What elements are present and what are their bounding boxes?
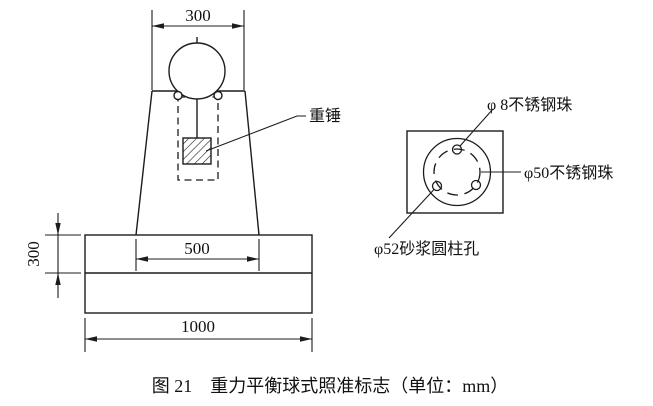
hidden-ball-dashed-circle [433,148,481,196]
small-ball-callout: φ 8不锈钢珠 [459,96,572,147]
arrowhead-up [55,273,61,285]
weight-callout: 重锤 [205,107,341,152]
support-ball-right [213,90,223,101]
large-ball-label: φ50不锈钢珠 [524,164,613,182]
small-ball-leader-line [459,108,494,147]
pillar-right-side [244,90,260,236]
weight-guide-dashed-box [177,96,219,181]
front-view: 300 重锤 [24,6,341,352]
base-slab [84,234,313,314]
steel-ball-lower-left [431,180,443,192]
sighting-ball [168,42,226,100]
arrowhead-right [300,336,312,342]
top-view: φ 8不锈钢珠 φ50不锈钢珠 φ52砂浆圆柱孔 [374,96,613,258]
figure-caption: 图 21 重力平衡球式照准标志（单位：mm） [152,376,509,396]
dim-top-width-value: 300 [185,6,211,25]
arrowhead-down [55,223,61,235]
arrowhead-right [232,23,244,29]
arrowhead-right [247,256,259,262]
large-ball-callout: φ50不锈钢珠 [481,164,613,182]
steel-ball-lower-right [470,179,482,191]
arrowhead-left [85,336,97,342]
small-ball-label: φ 8不锈钢珠 [487,96,572,114]
mortar-hole-leader-line [388,189,435,239]
mortar-hole-callout: φ52砂浆圆柱孔 [374,189,479,258]
arrowhead-left [136,256,148,262]
mortar-hole-label: φ52砂浆圆柱孔 [374,240,479,258]
pillar-and-ball [135,37,260,236]
dim-base-width: 1000 [84,317,313,352]
pillar-left-side [135,90,153,236]
dim-base-height-value: 300 [24,241,43,267]
support-ball-left [173,90,183,101]
dim-base-width-value: 1000 [181,317,215,336]
weight-label: 重锤 [309,107,341,125]
base-outline [84,234,313,314]
dim-base-height: 300 [24,213,81,298]
dim-pillar-bottom-value: 500 [184,239,210,258]
dim-top-width: 300 [151,6,245,90]
weight-leader-line [205,115,306,152]
arrowhead-left [152,23,164,29]
dim-pillar-bottom: 500 [135,239,260,271]
steel-ball-top [451,144,463,155]
